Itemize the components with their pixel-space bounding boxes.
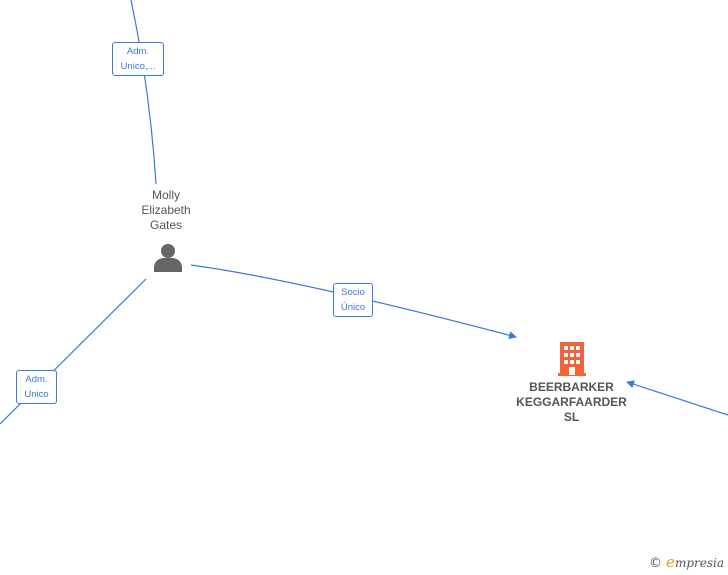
edge-label-line: Adm.: [25, 374, 48, 385]
edge-label-line: Adm.: [126, 46, 150, 57]
building-icon[interactable]: [557, 340, 587, 376]
company-name-line: KEGGARFAARDER: [516, 395, 627, 409]
edge-right-to-company: [626, 380, 728, 416]
edge-label-adm-unico-left[interactable]: Adm. Unico: [16, 370, 57, 404]
edge-label-line: Unico,...: [120, 61, 156, 72]
company-name-line: SL: [563, 410, 580, 424]
person-name-line: Molly: [151, 188, 180, 202]
edge-label-line: Único: [340, 302, 366, 313]
edge-label-line: Socio: [341, 287, 365, 298]
person-icon[interactable]: [153, 243, 183, 272]
edge-label-line: Unico: [24, 389, 49, 400]
person-name[interactable]: Molly Elizabeth Gates: [126, 188, 206, 233]
person-name-line: Elizabeth: [141, 203, 191, 217]
company-name-line: BEERBARKER: [529, 380, 614, 394]
company-name[interactable]: BEERBARKER KEGGARFAARDER SL: [500, 380, 643, 425]
empresia-logo: ©empresia: [649, 553, 724, 571]
edge-label-adm-unico-top[interactable]: Adm. Unico,...: [112, 42, 164, 76]
edge-person-to-company: [190, 264, 517, 340]
brand-name: mpresia: [674, 556, 724, 570]
brand-initial: e: [666, 553, 675, 571]
edge-label-socio-unico[interactable]: Socio Único: [333, 283, 373, 317]
edge-top-to-person: [130, 0, 157, 185]
person-name-line: Gates: [149, 218, 182, 232]
copyright-symbol: ©: [649, 556, 663, 571]
